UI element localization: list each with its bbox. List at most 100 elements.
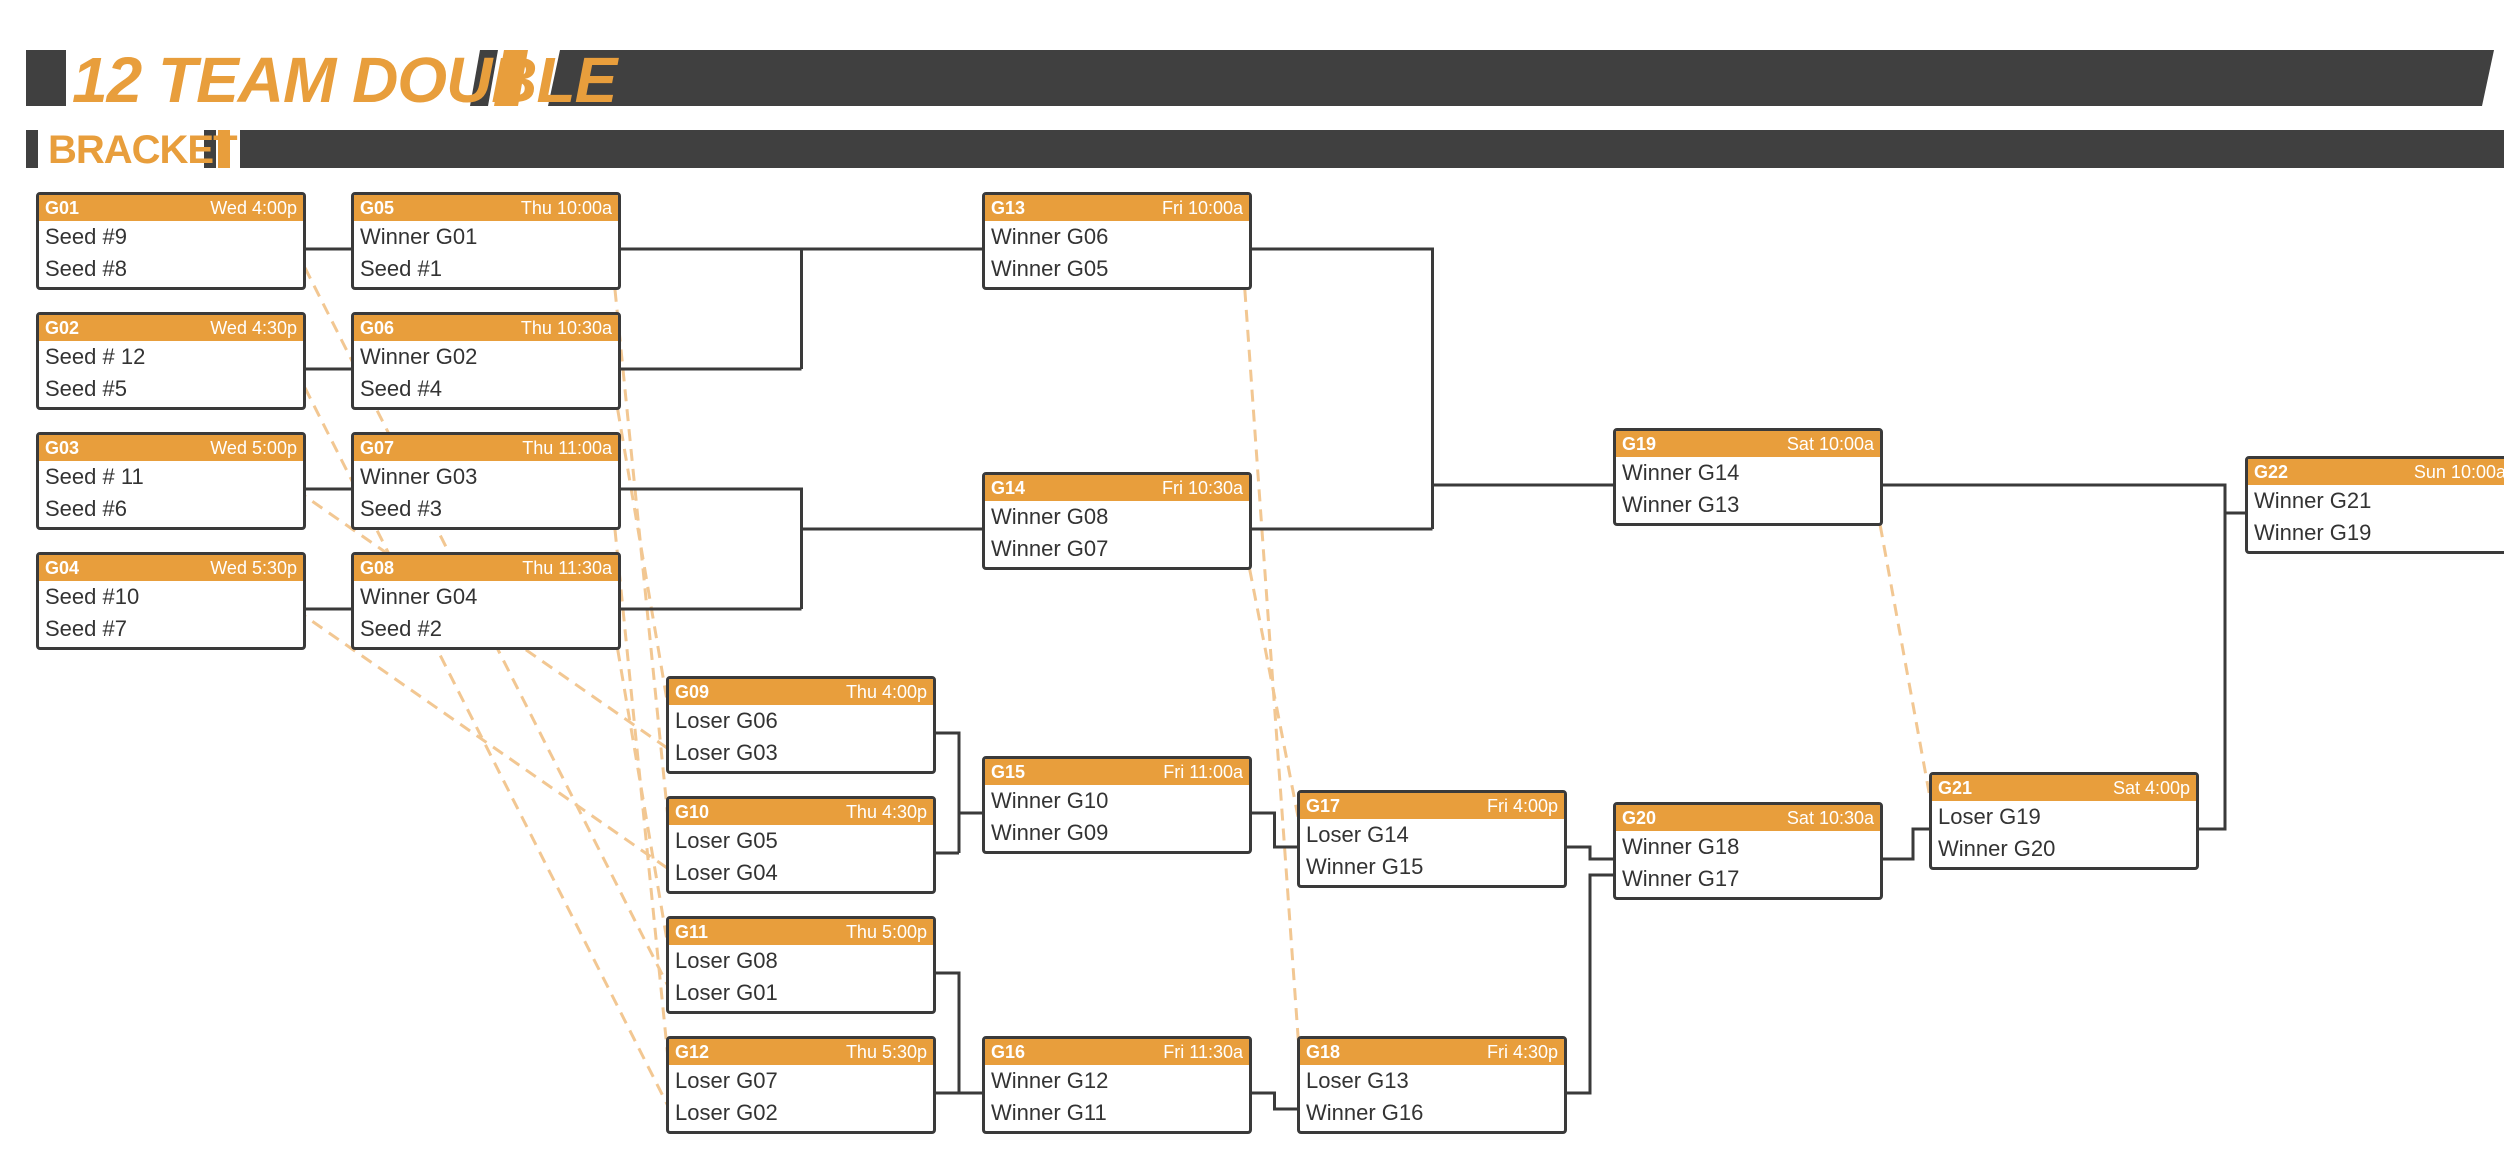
team-bottom: Seed #1 bbox=[360, 256, 442, 281]
team-top: Loser G07 bbox=[675, 1068, 778, 1093]
game-id: G11 bbox=[675, 922, 709, 942]
game-header: G13 Fri 10:00a bbox=[985, 195, 1249, 221]
game-time: Wed 5:00p bbox=[210, 438, 297, 458]
game-id: G19 bbox=[1622, 434, 1657, 454]
team-top: Loser G14 bbox=[1306, 822, 1409, 847]
team-top: Winner G01 bbox=[360, 224, 478, 249]
team-bottom: Winner G11 bbox=[991, 1100, 1107, 1125]
game-time: Thu 11:30a bbox=[522, 558, 612, 578]
team-bottom: Seed #5 bbox=[45, 376, 127, 401]
game-time: Sat 10:30a bbox=[1786, 808, 1874, 828]
team-top: Winner G18 bbox=[1622, 834, 1740, 859]
game-id: G10 bbox=[675, 802, 710, 822]
team-top: Loser G13 bbox=[1306, 1068, 1409, 1093]
connector-g15 bbox=[936, 731, 982, 855]
connector-g19 bbox=[1252, 247, 1613, 531]
team-bottom: Winner G16 bbox=[1306, 1100, 1424, 1125]
game-time: Thu 10:00a bbox=[520, 198, 612, 218]
game-id: G01 bbox=[45, 198, 80, 218]
game-id: G03 bbox=[45, 438, 80, 458]
team-bottom: Loser G04 bbox=[675, 860, 778, 885]
team-top: Winner G12 bbox=[991, 1068, 1109, 1093]
loser-route-g14-g17 bbox=[1240, 529, 1303, 833]
game-time: Thu 4:30p bbox=[845, 802, 927, 822]
loser-route-g02-g12 bbox=[294, 369, 672, 1111]
team-bottom: Loser G02 bbox=[675, 1100, 778, 1125]
game-time: Thu 11:00a bbox=[522, 438, 612, 458]
loser-route-g01-g11 bbox=[294, 249, 672, 991]
game-header: G05 Thu 10:00a bbox=[354, 195, 618, 221]
game-time: Fri 10:00a bbox=[1161, 198, 1243, 218]
team-top: Seed #9 bbox=[45, 224, 127, 249]
team-top: Loser G05 bbox=[675, 828, 778, 853]
game-time: Wed 4:30p bbox=[210, 318, 297, 338]
connector-g22 bbox=[1883, 483, 2245, 831]
team-bottom: Seed #8 bbox=[45, 256, 127, 281]
game-header: G10 Thu 4:30p bbox=[669, 799, 933, 825]
team-bottom: Winner G20 bbox=[1938, 836, 2056, 861]
team-bottom: Winner G15 bbox=[1306, 854, 1424, 879]
team-bottom: Seed #4 bbox=[360, 376, 442, 401]
team-top: Loser G06 bbox=[675, 708, 778, 733]
team-top: Seed # 11 bbox=[45, 464, 144, 489]
game-time: Wed 4:00p bbox=[210, 198, 297, 218]
game-time: Thu 10:30a bbox=[520, 318, 612, 338]
team-bottom: Winner G17 bbox=[1622, 866, 1740, 891]
game-header: G01 Wed 4:00p bbox=[39, 195, 303, 221]
connector-g16 bbox=[936, 971, 982, 1095]
connector-g14 bbox=[621, 487, 982, 611]
page-subtitle: BRACKET bbox=[48, 128, 238, 172]
team-bottom: Seed #6 bbox=[45, 496, 127, 521]
game-time: Fri 10:30a bbox=[1161, 478, 1243, 498]
game-header: G03 Wed 5:00p bbox=[39, 435, 303, 461]
team-bottom: Winner G19 bbox=[2254, 520, 2372, 545]
game-id: G13 bbox=[991, 198, 1026, 218]
connector-g20-g21 bbox=[1883, 827, 1929, 861]
game-id: G04 bbox=[45, 558, 80, 578]
game-id: G07 bbox=[360, 438, 395, 458]
game-time: Fri 4:00p bbox=[1486, 796, 1558, 816]
team-top: Winner G10 bbox=[991, 788, 1109, 813]
team-bottom: Loser G01 bbox=[675, 980, 778, 1005]
team-top: Seed # 12 bbox=[45, 344, 146, 369]
loser-route-g04-g10 bbox=[295, 608, 671, 872]
team-top: Loser G08 bbox=[675, 948, 778, 973]
team-bottom: Winner G09 bbox=[991, 820, 1109, 845]
game-id: G12 bbox=[675, 1042, 710, 1062]
loser-route-g13-g18 bbox=[1240, 249, 1303, 1079]
game-time: Fri 11:00a bbox=[1163, 762, 1243, 782]
game-id: G05 bbox=[360, 198, 395, 218]
game-id: G21 bbox=[1938, 778, 1973, 798]
subtitle-accent-orange bbox=[218, 130, 230, 168]
team-top: Winner G06 bbox=[991, 224, 1109, 249]
team-top: Loser G19 bbox=[1938, 804, 2041, 829]
game-time: Thu 5:00p bbox=[845, 922, 927, 942]
team-bottom: Seed #2 bbox=[360, 616, 442, 641]
